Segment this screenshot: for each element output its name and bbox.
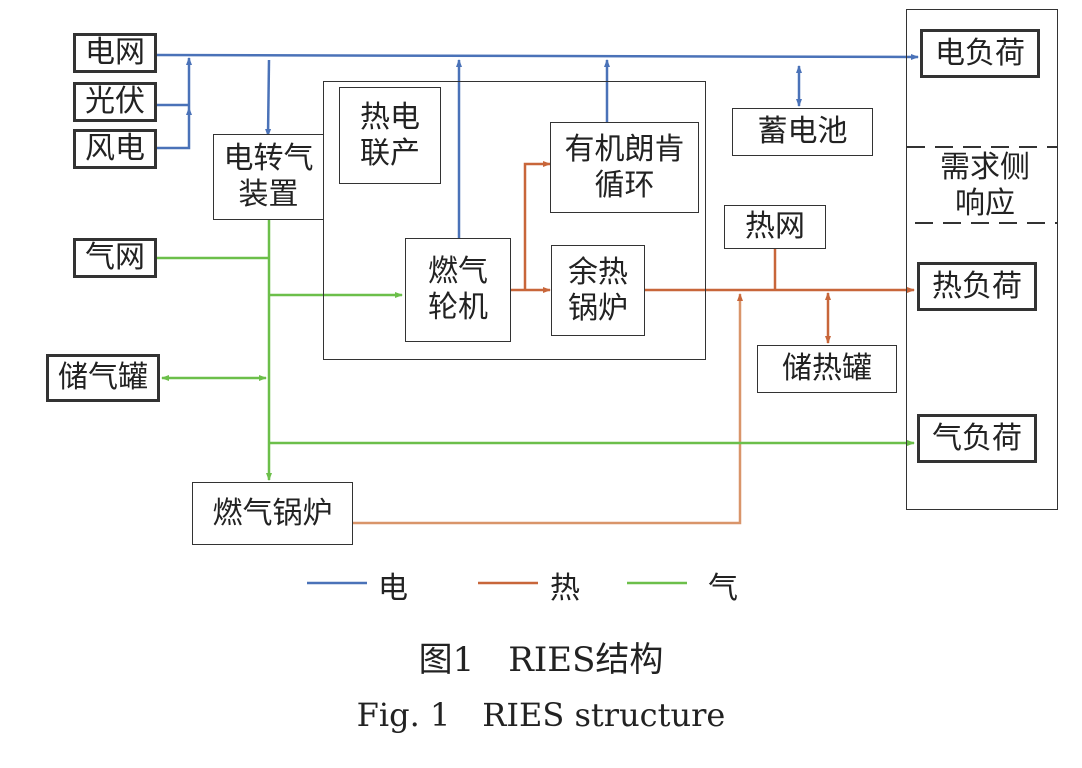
- gas-turbine-label: 燃气 轮机: [428, 254, 488, 325]
- loads-frame: [906, 9, 1058, 510]
- gas-boiler-label: 燃气锅炉: [212, 495, 333, 531]
- bus-to-p2g: [265, 59, 272, 137]
- wind-box: 风电: [73, 129, 157, 169]
- heat-network-box: 热网: [724, 205, 826, 249]
- gas-turbine-to-orc: [523, 161, 551, 290]
- battery-label: 蓄电池: [757, 114, 848, 149]
- wind-label: 风电: [85, 131, 145, 166]
- legend-label-gas: 气: [708, 571, 738, 606]
- chp-frame: [323, 81, 706, 360]
- grid-label: 电网: [85, 35, 145, 70]
- gas-boiler-to-heat-bus: [352, 293, 743, 525]
- gas-lines: [156, 219, 915, 481]
- gas-grid-box: 气网: [73, 238, 157, 278]
- chp-group-box: 热电 联产: [339, 87, 441, 184]
- heat-network-label: 热网: [745, 209, 805, 244]
- battery-box: 蓄电池: [732, 108, 873, 156]
- p2g-box: 电转气 装置: [213, 134, 324, 220]
- heat-storage-box: 储热罐: [757, 345, 897, 393]
- caption-english: Fig. 1 RIES structure: [356, 696, 726, 734]
- gas-storage-label: 储气罐: [58, 360, 148, 395]
- electric-lines: [155, 53, 919, 238]
- waste-heat-boiler-box: 余热 锅炉: [551, 245, 645, 336]
- p2g-label: 电转气 装置: [223, 141, 314, 212]
- electric-load-label: 电负荷: [935, 35, 1025, 71]
- pv-label: 光伏: [85, 84, 145, 119]
- gas-turbine-box: 燃气 轮机: [405, 238, 511, 342]
- gas-storage-box: 储气罐: [46, 354, 160, 402]
- heat-storage-label: 储热罐: [782, 351, 872, 386]
- orc-box: 有机朗肯 循环: [550, 122, 699, 213]
- orc-label: 有机朗肯 循环: [564, 131, 685, 203]
- legend-label-heat: 热: [550, 571, 580, 606]
- heat-lines: [511, 161, 915, 344]
- heat-load-box: 热负荷: [917, 262, 1037, 311]
- wind-feed: [156, 107, 192, 150]
- gas-load-label: 气负荷: [932, 420, 1022, 456]
- demand-response-label: 需求侧 响应: [940, 150, 1030, 221]
- caption-chinese: 图1 RIES结构: [418, 640, 664, 680]
- gas-boiler-box: 燃气锅炉: [192, 482, 353, 545]
- grid-to-electric-load: [155, 53, 919, 60]
- gas-grid-label: 气网: [85, 240, 145, 275]
- legend-label-electric: 电: [378, 571, 408, 606]
- gas-load-box: 气负荷: [917, 414, 1037, 463]
- grid-box: 电网: [73, 33, 157, 73]
- waste-heat-boiler-label: 余热 锅炉: [568, 254, 628, 326]
- pv-box: 光伏: [73, 82, 157, 122]
- heat-load-label: 热负荷: [932, 268, 1022, 304]
- chp-group-label: 热电 联产: [360, 99, 420, 171]
- electric-load-box: 电负荷: [920, 29, 1040, 78]
